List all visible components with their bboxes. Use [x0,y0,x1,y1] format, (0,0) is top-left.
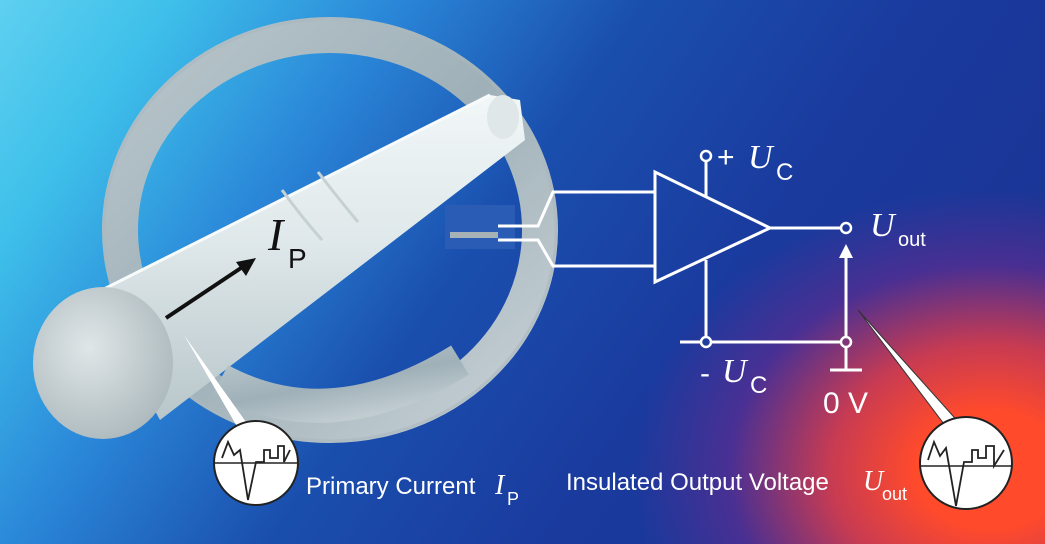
ground-terminal [839,335,853,349]
output-terminal [839,221,853,235]
primary-waveform-icon [213,420,299,506]
current-symbol: I [267,209,286,260]
output-voltage-arrow-icon [839,244,853,338]
supply-neg-symbol: U [722,353,749,390]
primary-callout-pointer [184,335,256,442]
amplifier [653,149,862,372]
caption-output-symbol: U [863,466,885,497]
caption-primary-symbol: I [494,470,506,501]
caption-primary-subscript: P [507,489,519,509]
ground-label: 0 V [823,387,868,420]
supply-neg-sign: - [700,357,710,390]
supply-pos-terminal [699,149,713,163]
magnetic-core-ring [102,17,558,443]
current-arrow-icon [164,258,256,320]
supply-pos-symbol: U [748,139,775,176]
current-subscript: P [288,243,307,274]
signal-wires [498,190,655,268]
caption-primary: Primary Current [306,473,476,500]
caption-output-subscript: out [882,484,907,504]
hall-sensor-chip [450,232,498,238]
supply-neg-terminal [699,335,713,349]
output-waveform-icon [919,416,1013,510]
output-subscript: out [898,229,926,251]
supply-pos-sign: + [717,141,735,174]
output-symbol: U [870,207,897,244]
primary-conductor [33,93,525,439]
output-callout-pointer [857,309,963,433]
supply-pos-subscript: C [776,159,793,186]
supply-neg-subscript: C [750,372,767,399]
caption-output: Insulated Output Voltage [566,469,829,496]
